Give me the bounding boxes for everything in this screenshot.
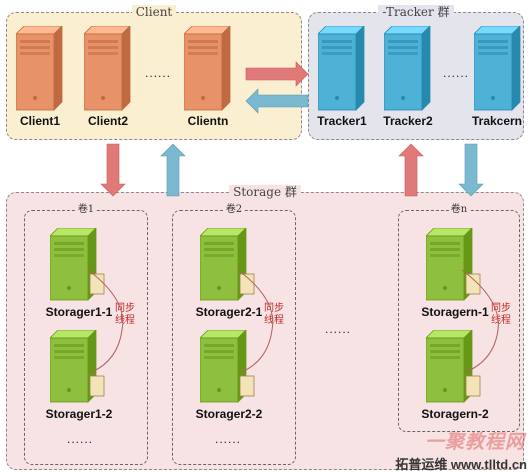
storager-n-2-server-icon [426,330,481,403]
volume-1-sync-label: 同步 线程 [113,303,137,327]
storager-2-1-server-icon [200,228,255,301]
volume-1-sync-line1: 同步 [115,303,135,314]
volume-n-sync-label: 同步 线程 [489,303,513,327]
client-2-server-icon [84,26,131,111]
watermark-site: 拓普运维 www.tlltd.cn [395,457,527,472]
storager-1-1-label: Storager1-1 [45,305,113,319]
storager-1-1-server-icon [50,228,105,301]
volume-n-title: 卷n [448,204,470,215]
client-ellipsis: ...... [144,66,172,80]
tracker-1-label: Tracker1 [317,114,367,128]
storager-n-1-label: Storagern-1 [421,305,489,319]
storager-1-2-label: Storager1-2 [45,407,113,421]
storager-2-2-label: Storager2-2 [195,407,263,421]
volume-2-sync-label: 同步 线程 [262,303,286,327]
client-1-server-icon [16,26,63,111]
volume-2-sync-line1: 同步 [264,303,284,314]
client-n-server-icon [184,26,231,111]
storager-n-2-label: Storagern-2 [421,407,489,421]
tracker-group-title: -Tracker 群 [378,5,454,19]
tracker-2-server-icon [384,26,431,111]
volume-1-ellipsis: ...... [66,432,94,446]
volume-2-title: 卷2 [223,204,245,215]
tracker-n-label: Trakcern [471,114,523,128]
tracker-n-server-icon [474,26,521,111]
volume-2-ellipsis: ...... [214,432,242,446]
volume-2-sync-line2: 线程 [264,315,284,326]
storager-n-1-server-icon [426,228,481,301]
storage-group-title: Storage 群 [229,185,301,199]
volume-n-sync-line2: 线程 [491,315,511,326]
tracker-2-label: Tracker2 [383,114,433,128]
volumes-ellipsis: ...... [324,322,352,336]
client-n-label: Clientn [187,114,229,128]
volume-n-sync-line1: 同步 [491,303,511,314]
storager-2-1-label: Storager2-1 [195,305,263,319]
volume-1-title: 卷1 [75,204,97,215]
watermark-logo: 一聚教程网 [424,432,525,453]
client-2-label: Client2 [87,114,129,128]
storager-2-2-server-icon [200,330,255,403]
storager-1-2-server-icon [50,330,105,403]
client-group-title: Client [131,5,177,19]
tracker-1-server-icon [318,26,365,111]
tracker-ellipsis: ...... [442,66,470,80]
client-1-label: Client1 [19,114,61,128]
volume-1-sync-line2: 线程 [115,315,135,326]
